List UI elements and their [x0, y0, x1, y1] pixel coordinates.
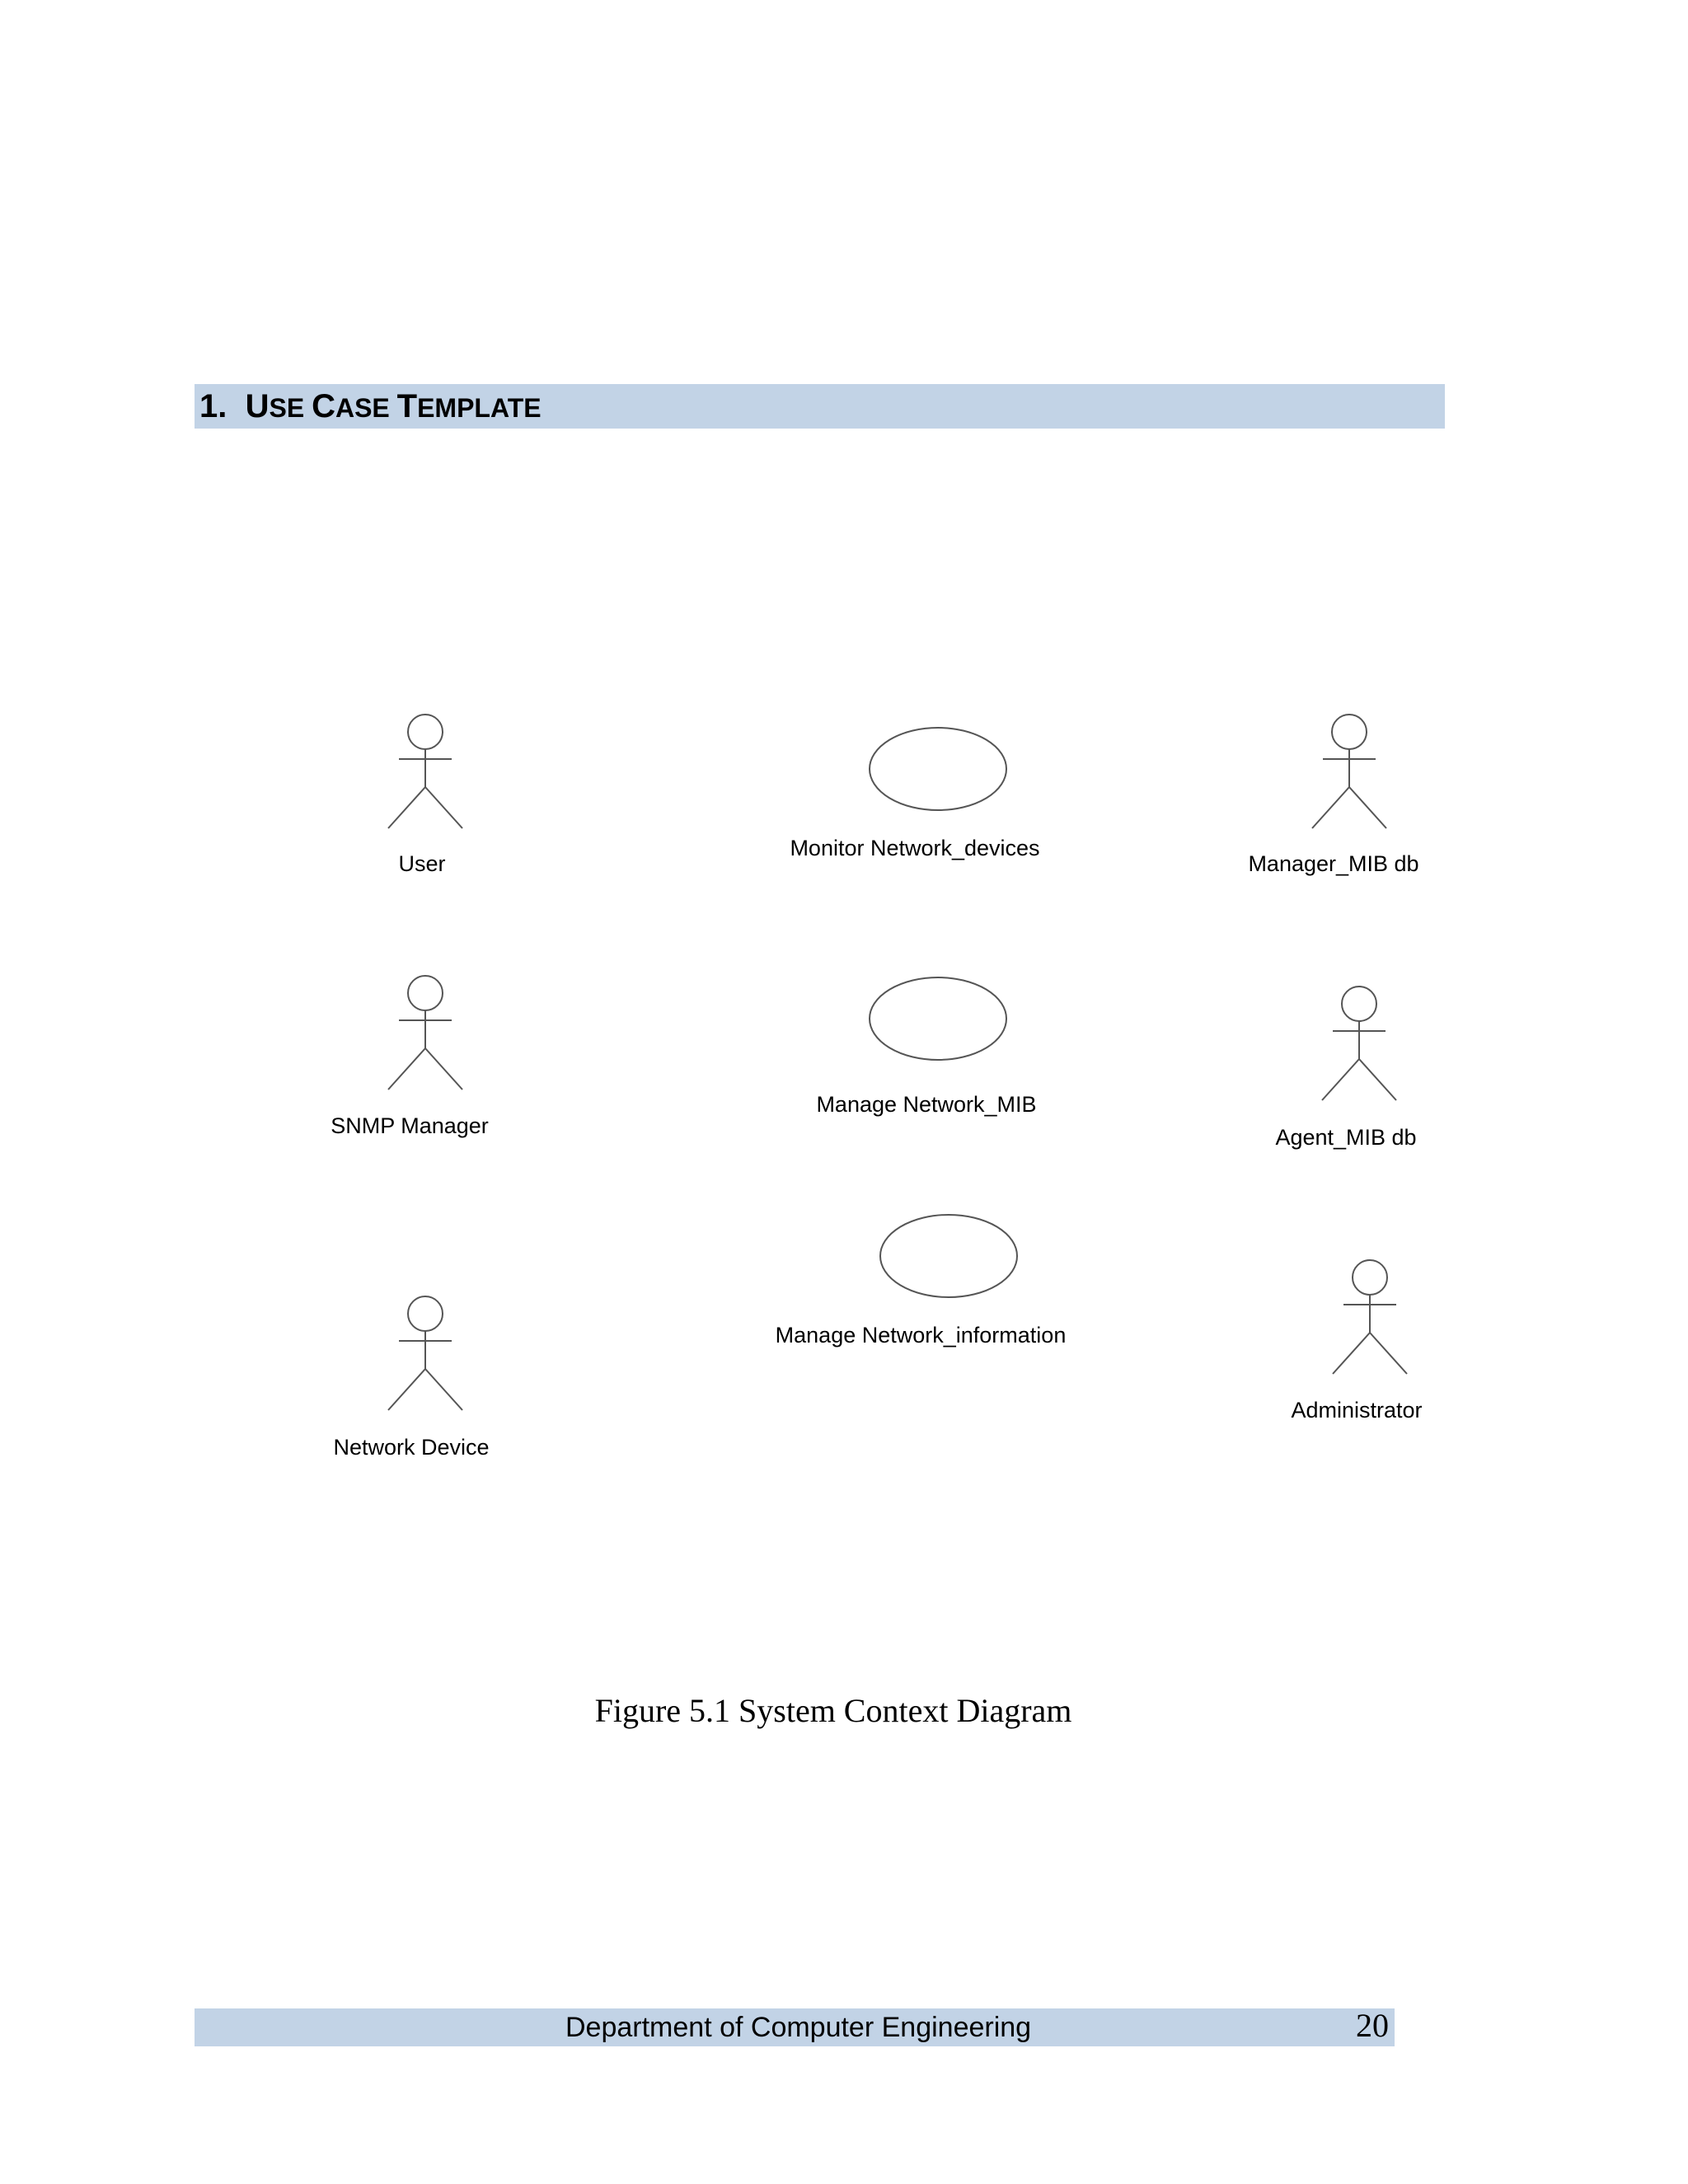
actor-network-device: [387, 1296, 463, 1411]
use-case-label-manage-network-mib: Manage Network_MIB: [816, 1092, 1036, 1117]
section-number: 1.: [199, 388, 227, 424]
actor-label-manager-mib-db: Manager_MIB db: [1248, 851, 1418, 876]
actor-administrator: [1332, 1259, 1408, 1375]
actor-label-agent-mib-db: Agent_MIB db: [1275, 1125, 1416, 1150]
actor-user: [387, 714, 463, 829]
actor-agent-mib-db: [1321, 986, 1397, 1101]
use-case-ellipse-manage-network-mib: [869, 977, 1007, 1061]
section-heading-bar: [195, 384, 1445, 429]
actor-label-user: User: [398, 851, 445, 876]
use-case-label-manage-network-information: Manage Network_information: [776, 1323, 1067, 1347]
footer-department: Department of Computer Engineering: [565, 2012, 1032, 2043]
page-number: 20: [1356, 2007, 1389, 2044]
use-case-ellipse-monitor-network-devices: [869, 727, 1007, 811]
use-case-label-monitor-network-devices: Monitor Network_devices: [790, 836, 1039, 860]
use-case-ellipse-manage-network-information: [879, 1214, 1018, 1298]
figure-caption: Figure 5.1 System Context Diagram: [594, 1692, 1072, 1729]
footer-bar: [195, 2008, 1395, 2046]
actor-label-network-device: Network Device: [333, 1435, 489, 1460]
actor-label-snmp-manager: SNMP Manager: [331, 1113, 489, 1138]
actor-snmp-manager: [387, 975, 463, 1090]
actor-manager-mib-db: [1311, 714, 1387, 829]
section-heading: 1. USE CASE TEMPLATE: [199, 388, 542, 424]
actor-label-administrator: Administrator: [1291, 1398, 1422, 1422]
